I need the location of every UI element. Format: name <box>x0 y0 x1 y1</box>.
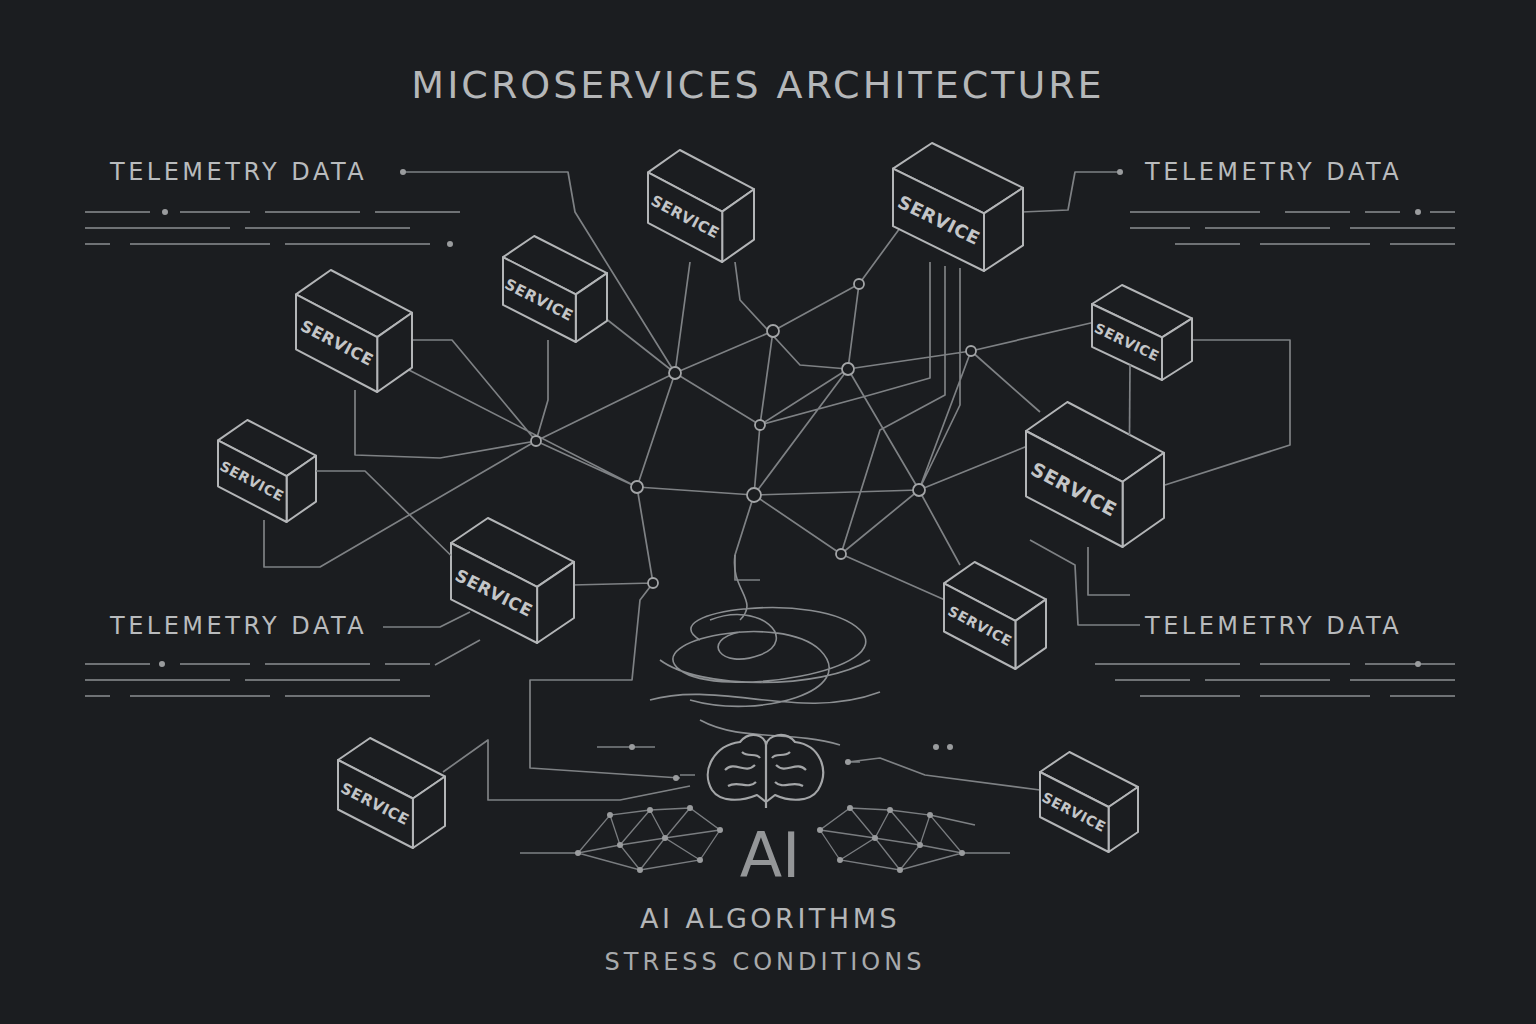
text-label: TELEMETRY DATA <box>1145 158 1402 186</box>
cube-face <box>338 760 413 848</box>
cube-face <box>287 456 316 522</box>
cube-face <box>413 777 445 849</box>
service-box: SERVICE <box>218 420 316 522</box>
cube-face <box>648 172 722 262</box>
service-box: SERVICE <box>1040 752 1138 852</box>
text-label: AI ALGORITHMS <box>640 903 900 934</box>
cube-face <box>1123 453 1164 547</box>
service-box: SERVICE <box>296 270 412 392</box>
cube-face <box>377 313 412 392</box>
text-label: STRESS CONDITIONS <box>605 948 926 976</box>
cube-face <box>984 188 1023 271</box>
service-box: SERVICE <box>1026 402 1164 547</box>
service-box: SERVICE <box>944 562 1046 669</box>
service-box: SERVICE <box>451 518 574 643</box>
service-box: SERVICE <box>1092 285 1192 380</box>
cube-face <box>1092 304 1162 380</box>
text-label: TELEMETRY DATA <box>1145 612 1402 640</box>
cube-face <box>218 440 287 522</box>
text-label: TELEMETRY DATA <box>110 612 367 640</box>
text-label: TELEMETRY DATA <box>110 158 367 186</box>
cube-face <box>537 562 574 643</box>
network-dots <box>159 169 1421 873</box>
service-box: SERVICE <box>893 143 1023 271</box>
service-box: SERVICE <box>648 150 754 262</box>
service-box: SERVICE <box>503 236 607 342</box>
service-mesh-wires <box>264 172 1290 853</box>
cube-face <box>893 169 984 271</box>
service-box: SERVICE <box>338 738 445 848</box>
tangled-data-stream <box>650 555 880 745</box>
cube-face <box>503 257 576 342</box>
cube-face <box>576 273 607 342</box>
diagram-title: MICROSERVICES ARCHITECTURE <box>411 63 1104 107</box>
cube-face <box>1026 431 1123 547</box>
connector-line <box>316 471 451 556</box>
cube-face <box>1162 318 1192 380</box>
cube-face <box>451 543 537 643</box>
telemetry-rule-lines <box>85 212 1455 696</box>
cube-face <box>722 189 754 262</box>
brain-icon <box>708 735 823 808</box>
cube-face <box>1015 599 1046 669</box>
cube-face <box>944 583 1015 669</box>
cube-face <box>296 294 377 392</box>
cube-face <box>1109 787 1138 852</box>
ai-mark: AI <box>740 819 801 892</box>
cube-face <box>1040 772 1109 852</box>
connector-line <box>1129 365 1131 436</box>
